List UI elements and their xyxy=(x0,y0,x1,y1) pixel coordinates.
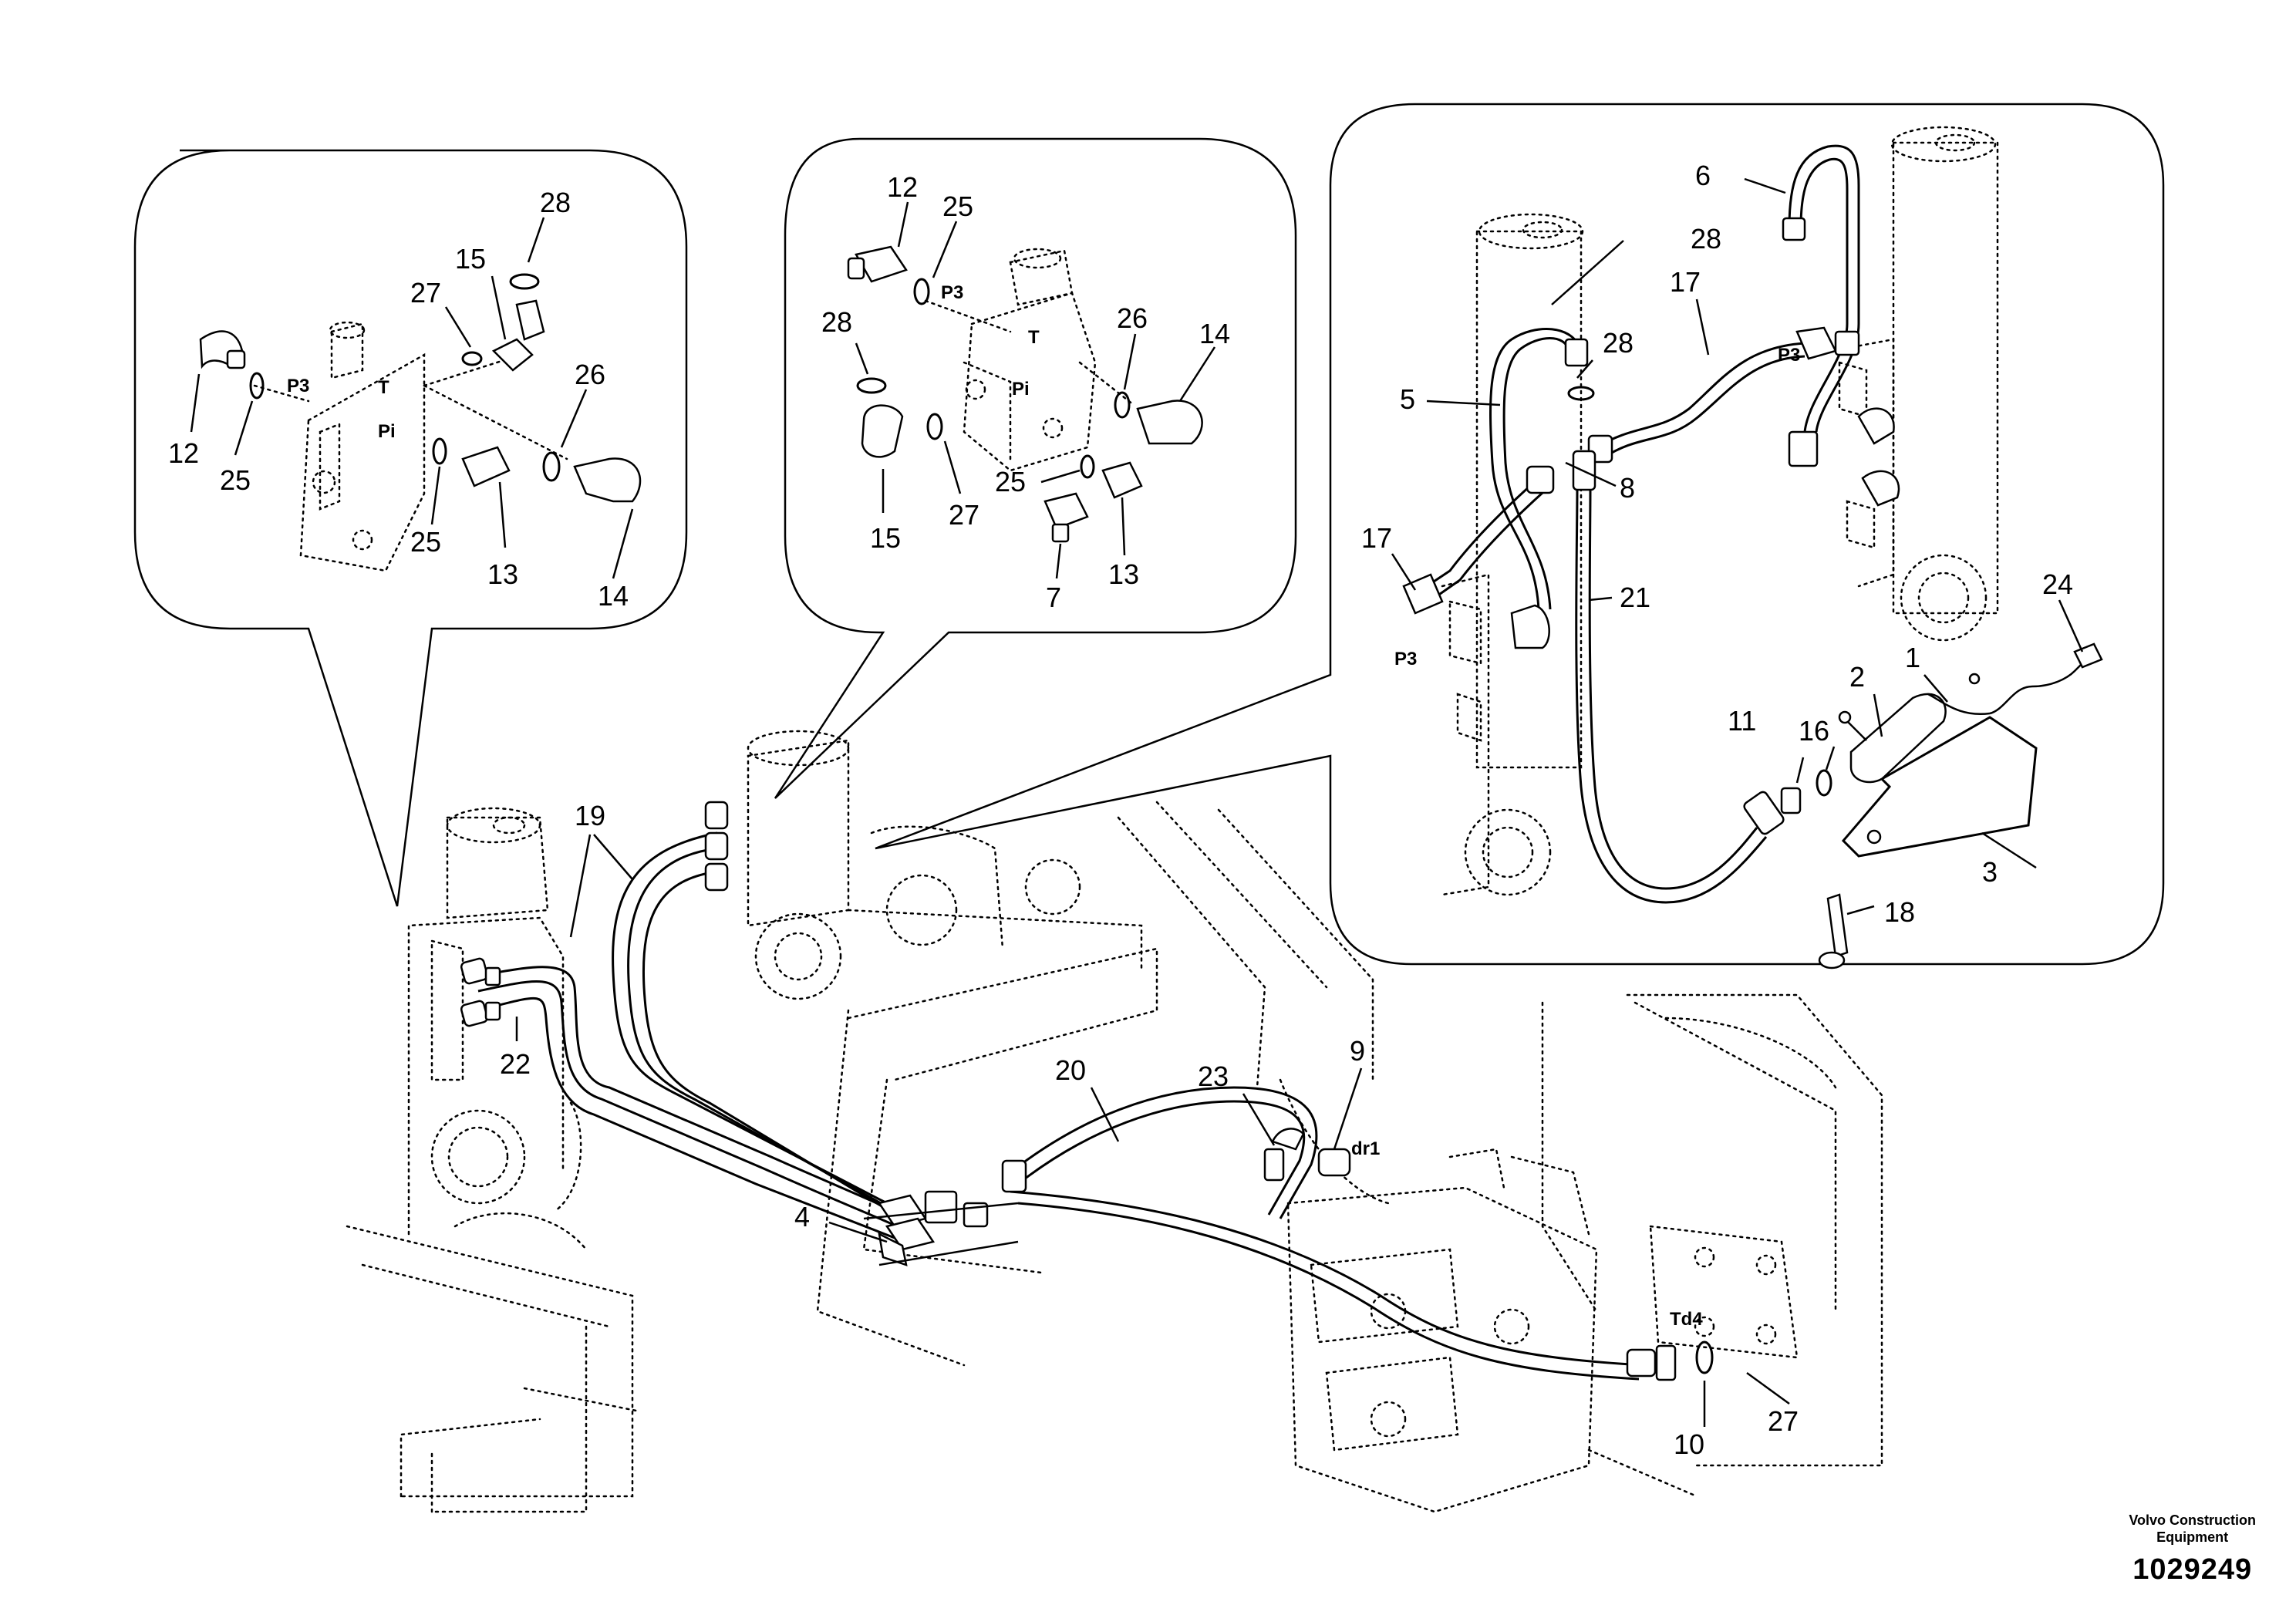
callout-2: 2 xyxy=(1849,661,1865,693)
callout-7: 7 xyxy=(1046,582,1061,613)
callout-28: 28 xyxy=(821,306,852,338)
callout-27: 27 xyxy=(410,277,441,309)
port-label-t: T xyxy=(378,377,389,398)
callout-27: 27 xyxy=(1768,1405,1799,1437)
callout-8: 8 xyxy=(1620,472,1635,504)
callout-14: 14 xyxy=(1199,318,1230,349)
callout-24: 24 xyxy=(2042,568,2073,600)
port-label-td4: Td4 xyxy=(1670,1309,1703,1330)
callout-26: 26 xyxy=(575,359,605,390)
callout-20: 20 xyxy=(1055,1054,1086,1086)
callout-17: 17 xyxy=(1670,266,1701,298)
callout-25: 25 xyxy=(942,191,973,222)
callout-25: 25 xyxy=(220,464,251,496)
port-label-pi: Pi xyxy=(378,421,396,442)
callout-23: 23 xyxy=(1198,1061,1229,1092)
callout-17b: 17 xyxy=(1361,522,1392,554)
callout-22: 22 xyxy=(500,1048,531,1080)
detail-view-right: P3 P3 6 28 17 28 5 8 17 21 11 16 2 1 24 … xyxy=(1361,126,2103,969)
callout-26: 26 xyxy=(1117,302,1148,334)
main-view-labels: Td4 dr1 19 22 20 23 9 4 10 27 xyxy=(500,800,1799,1460)
callout-11: 11 xyxy=(1728,705,1756,737)
callout-28b: 28 xyxy=(1603,327,1633,359)
callout-13: 13 xyxy=(487,558,518,590)
callout-5: 5 xyxy=(1400,383,1415,415)
callout-25b: 25 xyxy=(995,466,1026,497)
callout-28: 28 xyxy=(540,187,571,218)
main-fittings xyxy=(460,801,1714,1381)
callout-15: 15 xyxy=(870,522,901,554)
port-label-p3: P3 xyxy=(287,376,309,396)
callout-25b: 25 xyxy=(410,526,441,558)
callout-1: 1 xyxy=(1905,642,1920,673)
callout-6: 6 xyxy=(1695,160,1711,191)
callout-balloons xyxy=(133,103,2165,966)
callout-10: 10 xyxy=(1674,1428,1704,1460)
machine-outline xyxy=(346,730,1883,1513)
callout-4: 4 xyxy=(794,1201,810,1233)
callout-12: 12 xyxy=(887,171,918,203)
callout-14: 14 xyxy=(598,580,629,612)
callout-27: 27 xyxy=(949,499,979,531)
callout-21: 21 xyxy=(1620,582,1650,613)
main-hoses xyxy=(477,831,1644,1381)
drawing-number: 1029249 xyxy=(2132,1553,2253,1586)
callout-12: 12 xyxy=(168,437,199,469)
callout-15: 15 xyxy=(455,243,486,275)
manufacturer-line-2: Equipment xyxy=(2156,1529,2229,1545)
callout-19: 19 xyxy=(575,800,605,831)
detail-view-left: P3 T Pi 12 25 27 28 15 26 25 13 14 xyxy=(168,187,642,612)
port-label-pi: Pi xyxy=(1012,379,1030,400)
footer-block: Volvo Construction Equipment 1029249 xyxy=(2129,1512,2256,1587)
port-label-t: T xyxy=(1028,327,1040,348)
port-label-dr1: dr1 xyxy=(1351,1138,1380,1159)
port-label-p3: P3 xyxy=(1778,345,1800,366)
detail-view-middle: P3 T Pi 12 25 28 26 14 15 27 25 7 13 xyxy=(821,171,1230,613)
callout-3: 3 xyxy=(1982,856,1998,888)
manufacturer-line-1: Volvo Construction xyxy=(2129,1512,2256,1528)
callout-18: 18 xyxy=(1884,896,1915,928)
port-label-p3: P3 xyxy=(941,282,963,303)
callout-28: 28 xyxy=(1691,223,1721,255)
callout-16: 16 xyxy=(1799,715,1829,747)
callout-9: 9 xyxy=(1350,1035,1365,1067)
port-label-p3: P3 xyxy=(1394,649,1417,669)
callout-13: 13 xyxy=(1108,558,1139,590)
